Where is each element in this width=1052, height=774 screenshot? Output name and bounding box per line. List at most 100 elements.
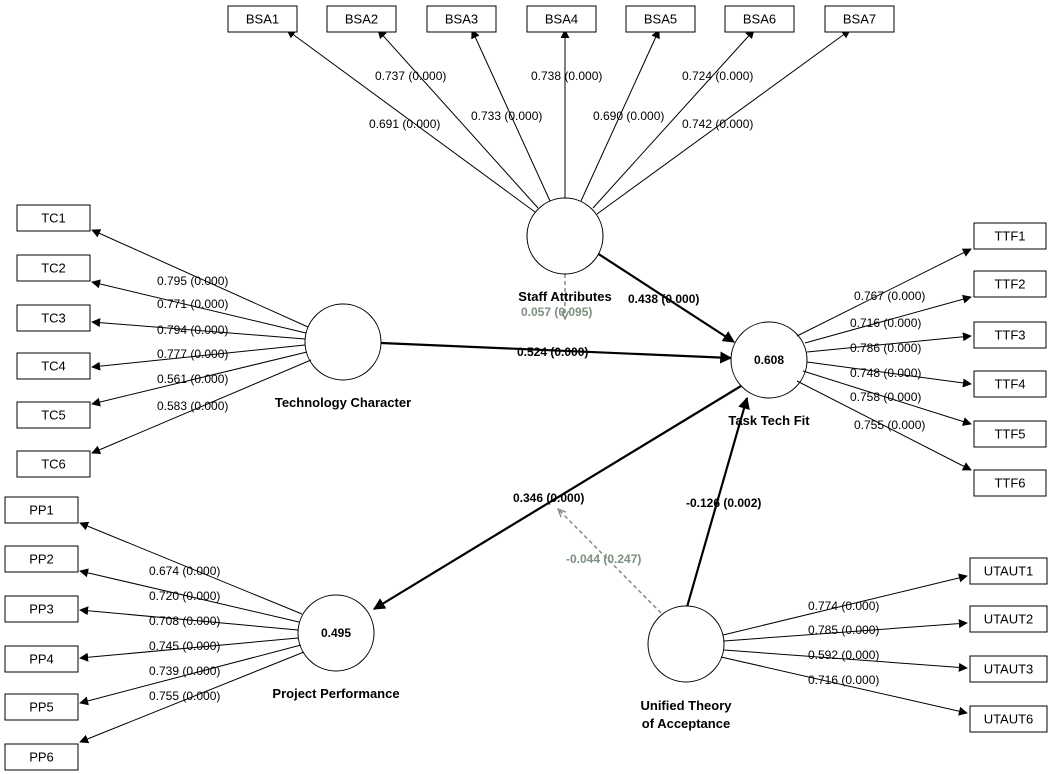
loading-arrow	[806, 332, 972, 353]
indicator-box	[16, 450, 91, 478]
loading-value: 0.691 (0.000)	[369, 117, 440, 131]
indicator-box	[724, 5, 795, 33]
indicator-label: TC1	[41, 211, 66, 226]
construct-name-tech: Technology Character	[275, 395, 411, 410]
loading-arrow	[79, 637, 299, 662]
loading-arrow	[796, 248, 972, 337]
structural-paths	[372, 252, 750, 614]
indicator-tc5: TC5 0.561 (0.000)	[16, 351, 308, 429]
construct-name-utaut-line2: of Acceptance	[642, 716, 730, 731]
loading-value: 0.720 (0.000)	[149, 589, 220, 603]
indicator-box	[969, 705, 1048, 733]
loading-value: 0.795 (0.000)	[157, 274, 228, 288]
loading-value: 0.690 (0.000)	[593, 109, 664, 123]
indicator-bsa1: BSA1 0.691 (0.000)	[227, 5, 536, 213]
loading-value: 0.716 (0.000)	[850, 316, 921, 330]
r-squared-ttf: 0.608	[754, 353, 784, 367]
latent-circle-pp	[297, 594, 375, 672]
loading-arrow	[79, 644, 302, 706]
indicator-label: PP2	[29, 552, 54, 567]
indicator-box	[973, 270, 1047, 298]
loading-value: 0.774 (0.000)	[808, 599, 879, 613]
path-label-ttf-pp: 0.346 (0.000)	[513, 491, 584, 505]
indicator-box	[16, 352, 91, 380]
indicator-box	[969, 605, 1048, 633]
indicator-pp2: PP2 0.720 (0.000)	[4, 545, 300, 623]
loading-arrow	[580, 29, 660, 202]
construct-name-ttf: Task Tech Fit	[728, 413, 810, 428]
indicator-label: BSA1	[246, 12, 279, 27]
loading-value: 0.674 (0.000)	[149, 564, 220, 578]
indicator-box	[426, 5, 497, 33]
indicator-box	[16, 401, 91, 429]
loading-value: 0.748 (0.000)	[850, 366, 921, 380]
loading-arrow	[720, 656, 968, 716]
construct-name-staff: Staff Attributes	[518, 289, 611, 304]
indicator-label: BSA7	[843, 12, 876, 27]
latent-circle-utaut	[647, 605, 725, 683]
latent-circle-ttf	[730, 321, 808, 399]
construct-name-pp: Project Performance	[272, 686, 399, 701]
indicator-box	[969, 557, 1048, 585]
indicator-box	[16, 204, 91, 232]
indicator-label: BSA6	[743, 12, 776, 27]
loading-value: 0.739 (0.000)	[149, 664, 220, 678]
indicator-box	[16, 254, 91, 282]
indicator-box	[973, 370, 1047, 398]
indicator-label: TTF5	[994, 427, 1025, 442]
indicator-bsa5: BSA5 0.690 (0.000)	[580, 5, 696, 202]
indicator-utaut4: UTAUT6 0.716 (0.000)	[720, 656, 1048, 733]
loading-value: 0.733 (0.000)	[471, 109, 542, 123]
loading-arrow	[91, 359, 312, 454]
indicator-box	[227, 5, 298, 33]
indicator-label: UTAUT3	[984, 662, 1034, 677]
latent-project-performance: 0.495 Project Performance	[272, 594, 400, 701]
indicator-box	[4, 545, 79, 573]
indicator-label: UTAUT1	[984, 564, 1034, 579]
loading-arrow	[596, 29, 851, 215]
loading-arrow	[286, 29, 536, 213]
indicator-label: TTF1	[994, 229, 1025, 244]
latent-unified-theory: Unified Theory of Acceptance	[640, 605, 732, 731]
path-label-tech-ttf: 0.524 (0.000)	[517, 345, 588, 359]
loading-arrow	[796, 380, 972, 471]
indicator-label: TC5	[41, 408, 66, 423]
loading-value: 0.771 (0.000)	[157, 297, 228, 311]
latent-technology-character: Technology Character	[275, 303, 411, 410]
path-label-staff-ttf: 0.438 (0.000)	[628, 292, 699, 306]
indicator-label: TC6	[41, 457, 66, 472]
path-utaut-to-ttf	[685, 396, 750, 608]
indicator-label: BSA5	[644, 12, 677, 27]
indicator-label: TC4	[41, 359, 66, 374]
loading-arrow	[79, 521, 303, 615]
path-tech-to-ttf	[380, 341, 733, 364]
indicator-tc1: TC1 0.795 (0.000)	[16, 204, 309, 328]
indicator-label: UTAUT6	[984, 712, 1034, 727]
indicator-box	[973, 469, 1047, 497]
loading-arrow	[802, 370, 972, 426]
loading-arrow	[79, 568, 300, 623]
indicator-box	[824, 5, 895, 33]
moderation-line-utaut	[558, 509, 662, 614]
loading-arrow	[592, 29, 755, 209]
loading-arrow	[806, 361, 972, 388]
loading-arrow	[804, 294, 972, 344]
indicator-label: TTF3	[994, 328, 1025, 343]
moderation-label-staff: 0.057 (0.095)	[521, 305, 592, 319]
loading-value: 0.708 (0.000)	[149, 614, 220, 628]
loading-value: 0.561 (0.000)	[157, 372, 228, 386]
r-squared-pp: 0.495	[321, 626, 351, 640]
indicator-label: PP6	[29, 750, 54, 765]
loading-value: 0.716 (0.000)	[808, 673, 879, 687]
